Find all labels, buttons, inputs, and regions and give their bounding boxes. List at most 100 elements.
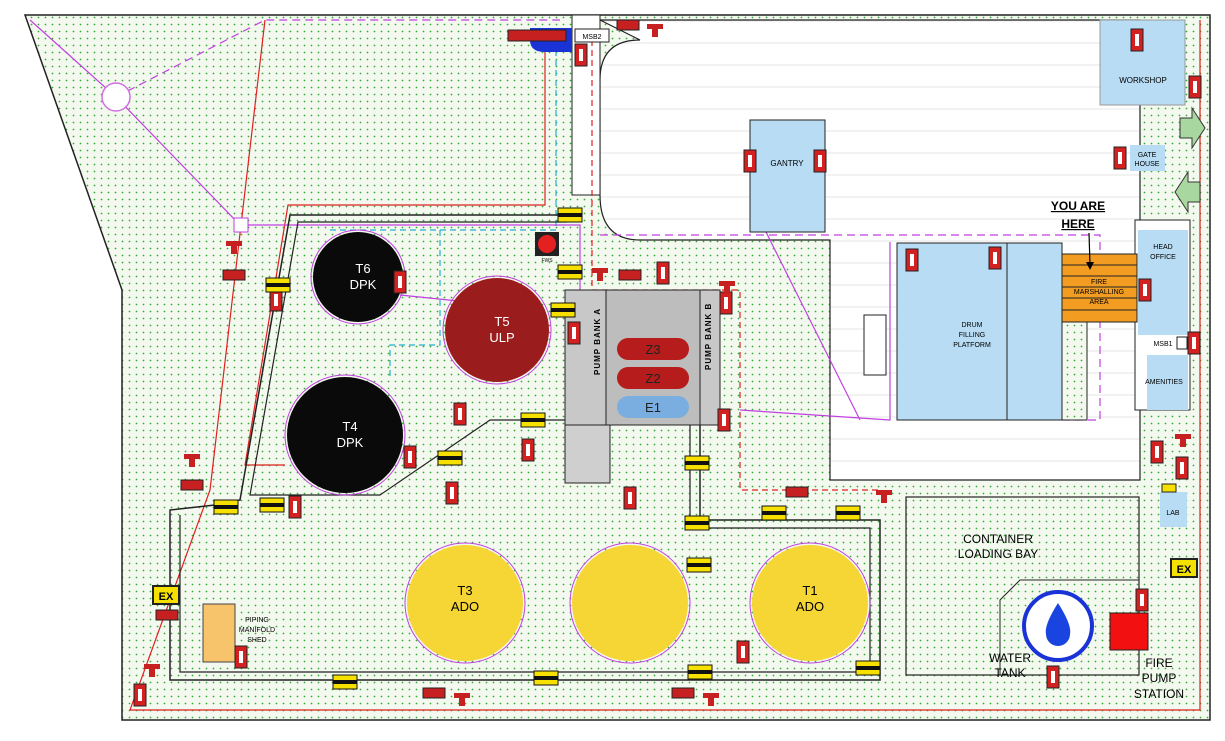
fire-hose-reel-icon xyxy=(671,687,695,699)
extinguisher-mark xyxy=(398,276,402,288)
exit-label-west: EX xyxy=(159,591,174,603)
crossing-stripe xyxy=(558,270,582,274)
extinguisher-mark xyxy=(741,646,745,658)
fire-hose-reel-icon xyxy=(785,486,809,498)
generator xyxy=(507,29,567,42)
head-office-label-2: OFFICE xyxy=(1150,254,1176,261)
fire-pump-label-3: STATION xyxy=(1134,687,1184,701)
exit-label-east: EX xyxy=(1177,564,1192,576)
water-line-2 xyxy=(389,230,441,380)
fma-label-2: MARSHALLING xyxy=(1074,289,1124,296)
extinguisher-mark xyxy=(293,501,297,513)
hydrant-icon xyxy=(184,454,200,467)
msb1-box[interactable] xyxy=(1176,336,1188,350)
tank-t4[interactable] xyxy=(287,377,403,493)
extinguisher-mark xyxy=(1140,594,1144,606)
arrow-head-icon xyxy=(1086,262,1094,270)
msb2-box[interactable] xyxy=(574,28,610,43)
tank-bund xyxy=(284,374,406,496)
extinguisher-mark xyxy=(1193,81,1197,93)
crossing-stripe xyxy=(558,213,582,217)
extinguisher-mark xyxy=(661,267,665,279)
pump-e1[interactable] xyxy=(617,396,689,418)
water-line xyxy=(330,30,557,231)
extinguisher-mark xyxy=(1192,337,1196,349)
tank-label: ADO xyxy=(796,599,824,614)
hydrant-icon xyxy=(144,664,160,677)
piping-manifold-shed[interactable] xyxy=(202,603,236,663)
crossing-stripe xyxy=(260,503,284,507)
exit-arrow-icon xyxy=(1174,170,1201,214)
tank-t3[interactable] xyxy=(407,545,523,661)
gantry-label: GANTRY xyxy=(770,159,804,168)
crossing-stripe xyxy=(333,680,357,684)
fws-label: FWS xyxy=(541,258,553,264)
crossing-stripe xyxy=(438,456,462,460)
extinguisher-mark xyxy=(579,49,583,61)
hydrant-icon xyxy=(454,693,470,706)
tank-label: T6 xyxy=(355,261,370,276)
lab-sign xyxy=(1161,483,1177,493)
water-tank-label-1: WATER xyxy=(989,651,1031,665)
extinguisher-mark xyxy=(722,414,726,426)
extinguisher-mark xyxy=(818,155,822,167)
pump-z2[interactable] xyxy=(617,367,689,389)
lab[interactable] xyxy=(1160,492,1187,527)
pms-label-1: PIPING xyxy=(245,617,269,624)
gate-house[interactable] xyxy=(1130,145,1165,171)
fire-pump-label-1: FIRE xyxy=(1145,656,1172,670)
tank-label: ULP xyxy=(489,330,514,345)
crossing-stripe xyxy=(762,511,786,515)
tank-t1[interactable] xyxy=(752,545,868,661)
msb1-label: MSB1 xyxy=(1153,341,1172,348)
crossing-stripe xyxy=(214,505,238,509)
tank-label: T3 xyxy=(457,583,472,598)
extinguisher-mark xyxy=(1155,446,1159,458)
drum-label-2: FILLING xyxy=(959,332,985,339)
tank-label: DPK xyxy=(350,277,377,292)
hydrant-icon xyxy=(703,693,719,706)
amenities[interactable] xyxy=(1147,355,1188,410)
tank-t6[interactable] xyxy=(313,232,403,322)
paved-road-left xyxy=(571,14,601,196)
fire-marshalling-area[interactable] xyxy=(1061,253,1138,323)
pump-label: Z3 xyxy=(645,342,660,357)
container-loading-bay[interactable] xyxy=(905,496,1140,676)
pipe-6 xyxy=(754,209,861,421)
drum-filling-platform[interactable] xyxy=(896,242,1063,421)
workshop-label: WORKSHOP xyxy=(1119,76,1167,85)
fma-label-3: AREA xyxy=(1089,299,1108,306)
crossing-stripe xyxy=(534,676,558,680)
tank-bund xyxy=(569,542,691,664)
crossing-stripe xyxy=(856,666,880,670)
pipe-4 xyxy=(739,242,891,421)
crossing-stripe xyxy=(551,308,575,312)
you-are-here-1: YOU ARE xyxy=(1051,199,1105,213)
tank-t2[interactable] xyxy=(572,545,688,661)
head-office-label-1: HEAD xyxy=(1153,244,1172,251)
water-tank-label-2: TANK xyxy=(994,666,1025,680)
extinguisher-mark xyxy=(408,451,412,463)
fire-pump-station[interactable] xyxy=(1109,612,1149,651)
crossing-stripe xyxy=(687,563,711,567)
platform-strip xyxy=(1061,319,1088,421)
tank-t5[interactable] xyxy=(445,278,549,382)
pump-z3[interactable] xyxy=(617,338,689,360)
pump-label: Z2 xyxy=(645,371,660,386)
gate-house-label-1: GATE xyxy=(1138,152,1157,159)
pms-label-3: SHED xyxy=(247,637,266,644)
extinguisher-mark xyxy=(1143,284,1147,296)
crossing-stripe xyxy=(688,670,712,674)
hydrant-icon xyxy=(719,281,735,294)
fire-hose-reel-icon xyxy=(180,479,204,491)
extinguisher-mark xyxy=(910,254,914,266)
fire-line xyxy=(129,19,1201,711)
fire-hose-reel-icon xyxy=(222,269,246,281)
gantry[interactable] xyxy=(749,119,826,233)
extinguisher-mark xyxy=(1180,462,1184,474)
amenities-label: AMENITIES xyxy=(1145,379,1183,386)
tank-label: T1 xyxy=(802,583,817,598)
extinguisher-mark xyxy=(628,492,632,504)
extinguisher-mark xyxy=(1135,34,1139,46)
